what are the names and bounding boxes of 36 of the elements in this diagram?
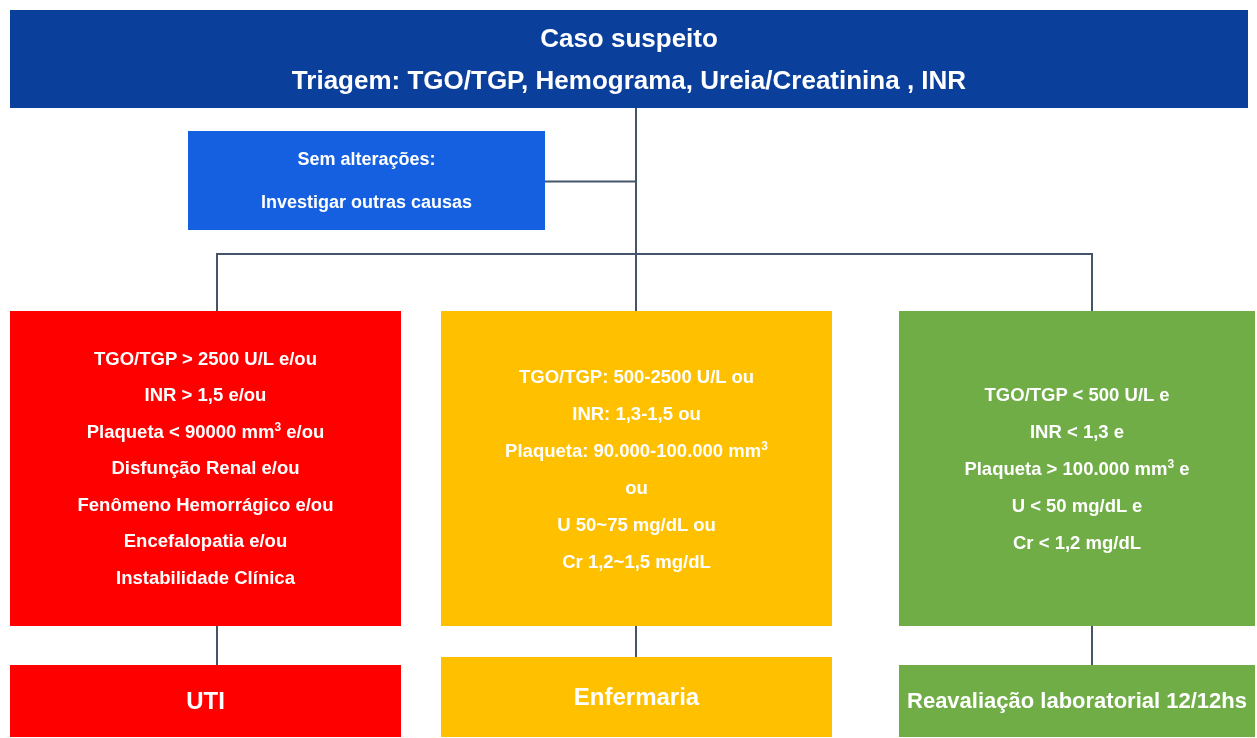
criterion-text: INR < 1,3 e: [1029, 420, 1125, 444]
criterion-text: Plaqueta < 90000 mm$^{3}$ e/ou: [86, 418, 325, 444]
box-text: UTI: [186, 686, 225, 716]
criterion-text: U < 50 mg/dL e: [1011, 494, 1143, 518]
subtitle-text: Triagem: TGO/TGP, Hemograma, Ureia/Creatinina , INR: [291, 64, 967, 97]
criteria-box: [899, 311, 1255, 626]
criteria-box: [441, 311, 832, 626]
criterion-text: Cr < 1,2 mg/dL: [1013, 531, 1141, 555]
criterion-text: Cr 1,2~1,5 mg/dL: [562, 549, 711, 574]
box-text: Reavaliação laboratorial 12/12hs: [907, 687, 1247, 715]
criteria-box: [10, 311, 401, 626]
criterion-text: TGO/TGP < 500 U/L e: [984, 383, 1170, 407]
connector-line: [216, 625, 218, 666]
criterion-text: Fenômeno Hemorrágico e/ou: [77, 492, 334, 517]
outcome-box: [899, 665, 1255, 737]
criterion-text: Disfunção Renal e/ou: [111, 456, 300, 481]
box-text: Enfermaria: [573, 682, 700, 712]
criterion-text: Instabilidade Clínica: [116, 565, 295, 590]
result-box: [188, 131, 545, 230]
box-text: Investigar outras causas: [260, 190, 473, 214]
connector-line: [635, 625, 637, 658]
criterion-text: TGO/TGP > 2500 U/L e/ou: [94, 346, 317, 371]
criterion-text: INR: 1,3-1,5 ou: [572, 401, 701, 426]
outcome-box: [10, 665, 401, 737]
criterion-text: Plaqueta: 90.000-100.000 mm$^{3}$: [505, 437, 768, 463]
title-text: Caso suspeito: [540, 22, 718, 55]
criterion-text: Plaqueta > 100.000 mm$^{3}$ e: [964, 455, 1190, 481]
criterion-text: Encefalopatia e/ou: [123, 529, 288, 554]
criterion-text: TGO/TGP: 500-2500 U/L ou: [518, 364, 755, 389]
connector-line: [1091, 625, 1093, 666]
box-text: Sem alterações:: [297, 147, 436, 171]
criterion-text: INR > 1,5 e/ou: [144, 383, 267, 408]
criterion-text: ou: [625, 475, 648, 500]
criterion-text: U 50~75 mg/dL ou: [557, 512, 716, 537]
outcome-box: [441, 657, 832, 737]
header-box: [10, 10, 1248, 108]
